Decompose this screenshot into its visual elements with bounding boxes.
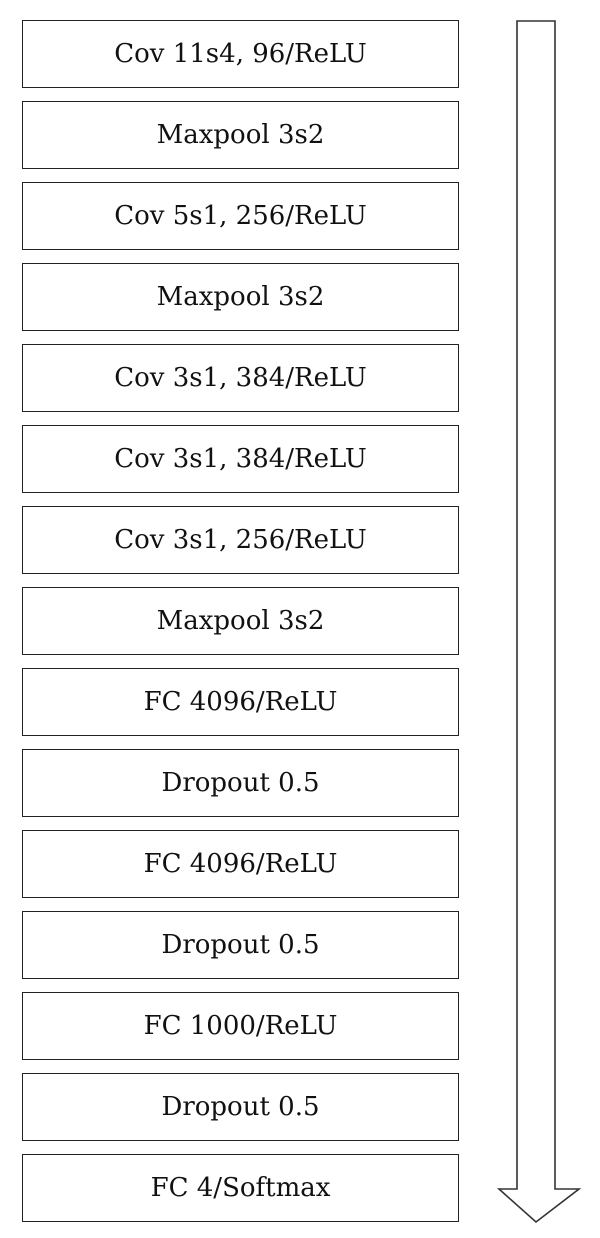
layer-label: Maxpool 3s2 xyxy=(156,282,325,312)
layer-box-maxpool1: Maxpool 3s2 xyxy=(22,101,459,169)
layer-box-dropout2: Dropout 0.5 xyxy=(22,911,459,979)
layer-label: Cov 5s1, 256/ReLU xyxy=(114,201,367,231)
layer-label: FC 4096/ReLU xyxy=(143,849,338,879)
layer-box-conv4: Cov 3s1, 384/ReLU xyxy=(22,425,459,493)
down-arrow-icon xyxy=(496,20,582,1224)
layer-box-maxpool2: Maxpool 3s2 xyxy=(22,263,459,331)
layer-box-fc2: FC 4096/ReLU xyxy=(22,830,459,898)
layer-label: Cov 3s1, 256/ReLU xyxy=(114,525,367,555)
layer-label: Dropout 0.5 xyxy=(161,930,320,960)
layer-label: Maxpool 3s2 xyxy=(156,606,325,636)
layer-label: Maxpool 3s2 xyxy=(156,120,325,150)
layer-box-conv5: Cov 3s1, 256/ReLU xyxy=(22,506,459,574)
layer-box-dropout3: Dropout 0.5 xyxy=(22,1073,459,1141)
layer-label: Cov 3s1, 384/ReLU xyxy=(114,444,367,474)
layer-label: Cov 11s4, 96/ReLU xyxy=(114,39,367,69)
layer-box-dropout1: Dropout 0.5 xyxy=(22,749,459,817)
layer-label: FC 4/Softmax xyxy=(150,1173,331,1203)
layer-stack: Cov 11s4, 96/ReLU Maxpool 3s2 Cov 5s1, 2… xyxy=(22,20,459,1222)
layer-box-fc3: FC 1000/ReLU xyxy=(22,992,459,1060)
layer-box-maxpool3: Maxpool 3s2 xyxy=(22,587,459,655)
layer-label: FC 4096/ReLU xyxy=(143,687,338,717)
layer-label: Dropout 0.5 xyxy=(161,1092,320,1122)
layer-box-conv1: Cov 11s4, 96/ReLU xyxy=(22,20,459,88)
layer-box-conv3: Cov 3s1, 384/ReLU xyxy=(22,344,459,412)
layer-box-fc1: FC 4096/ReLU xyxy=(22,668,459,736)
arrow-outline xyxy=(496,20,582,1224)
layer-box-fc4: FC 4/Softmax xyxy=(22,1154,459,1222)
layer-label: Cov 3s1, 384/ReLU xyxy=(114,363,367,393)
layer-label: FC 1000/ReLU xyxy=(143,1011,338,1041)
layer-box-conv2: Cov 5s1, 256/ReLU xyxy=(22,182,459,250)
layer-label: Dropout 0.5 xyxy=(161,768,320,798)
